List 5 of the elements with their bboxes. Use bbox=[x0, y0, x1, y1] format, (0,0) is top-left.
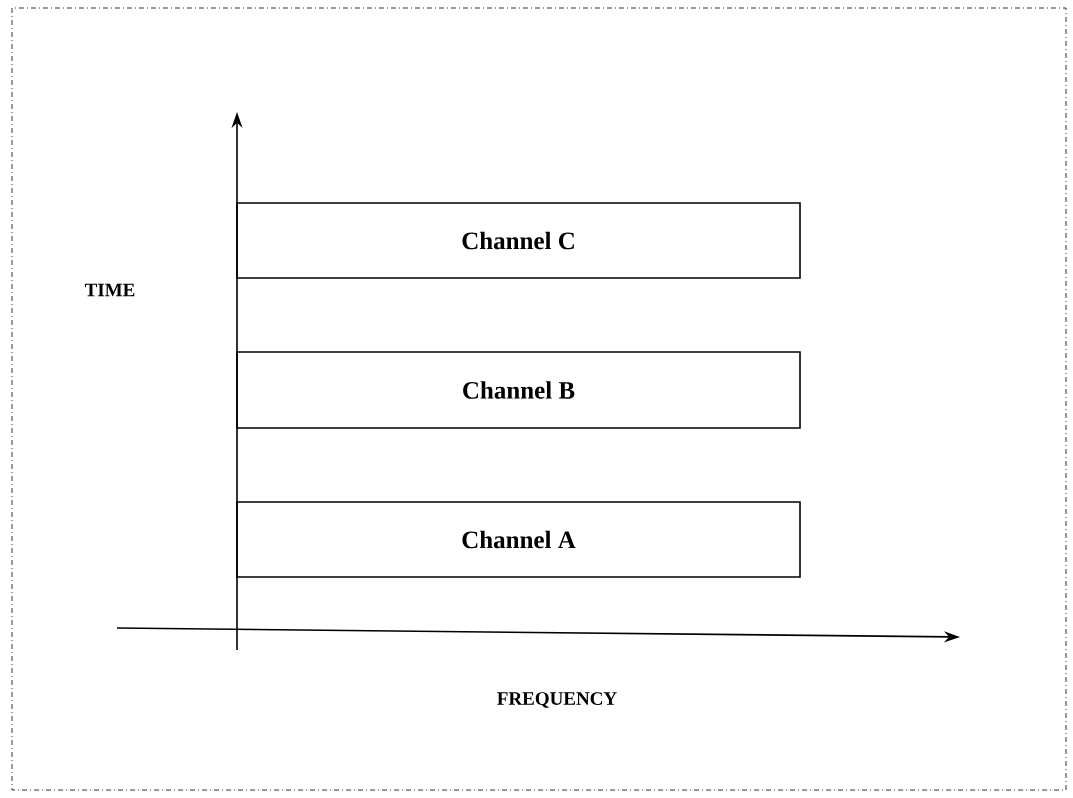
channel-box: Channel B bbox=[236, 351, 801, 429]
axis-label: FREQUENCY bbox=[497, 692, 617, 708]
channel-box: Channel C bbox=[236, 202, 801, 279]
axis-label: TIME bbox=[84, 283, 135, 297]
channel-box: Channel A bbox=[236, 501, 801, 578]
